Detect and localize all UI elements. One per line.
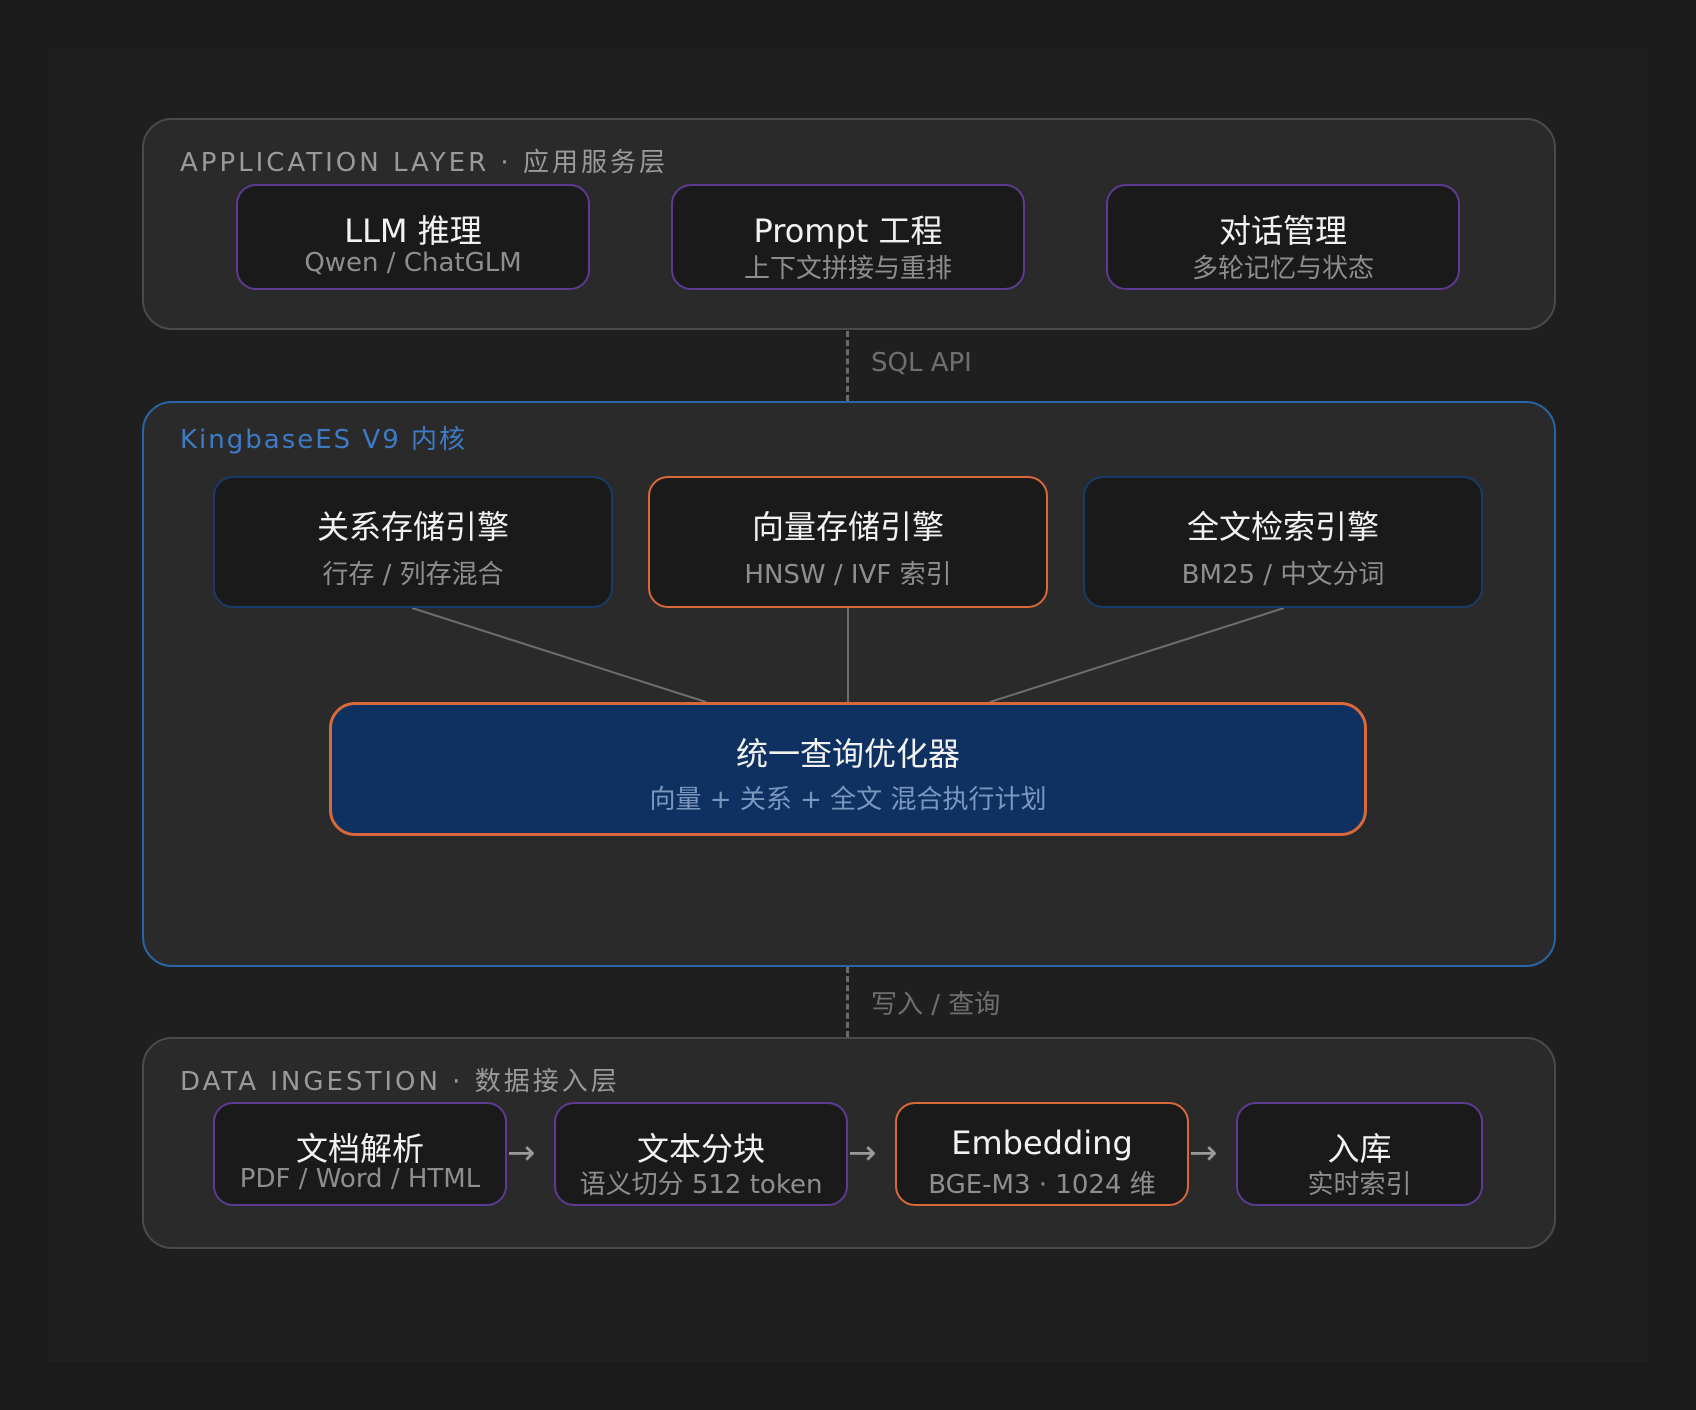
prompt-engineering-subtitle: 上下文拼接与重排: [743, 254, 952, 284]
dialog-management-title: 对话管理: [1218, 212, 1347, 250]
arrow-right-icon: →: [1189, 1133, 1218, 1173]
dialog-management-box: 对话管理 多轮记忆与状态: [1106, 184, 1460, 290]
relational-engine-box: 关系存储引擎 行存 / 列存混合: [213, 476, 613, 608]
kernel-layer-label: KingbaseES V9 内核: [180, 425, 468, 455]
text-chunking-subtitle: 语义切分 512 token: [579, 1170, 823, 1200]
sql-api-label: SQL API: [871, 348, 972, 378]
text-chunking-title: 文本分块: [636, 1130, 765, 1168]
application-layer-label: APPLICATION LAYER · 应用服务层: [180, 148, 668, 178]
write-query-label: 写入 / 查询: [871, 990, 1001, 1020]
text-chunking-box: 文本分块 语义切分 512 token: [554, 1102, 848, 1206]
storage-subtitle: 实时索引: [1307, 1170, 1412, 1200]
document-parsing-subtitle: PDF / Word / HTML: [239, 1164, 481, 1194]
relational-engine-subtitle: 行存 / 列存混合: [322, 560, 504, 590]
embedding-box: Embedding BGE-M3 · 1024 维: [895, 1102, 1189, 1206]
query-optimizer-title: 统一查询优化器: [735, 735, 960, 773]
fulltext-engine-title: 全文检索引擎: [1186, 508, 1379, 546]
arrow-right-icon: →: [848, 1133, 877, 1173]
embedding-subtitle: BGE-M3 · 1024 维: [928, 1170, 1156, 1200]
llm-inference-subtitle: Qwen / ChatGLM: [304, 248, 522, 278]
sql-api-connector: [846, 331, 849, 401]
fulltext-engine-subtitle: BM25 / 中文分词: [1181, 560, 1385, 590]
query-optimizer-box: 统一查询优化器 向量 + 关系 + 全文 混合执行计划: [329, 702, 1367, 836]
vector-engine-box: 向量存储引擎 HNSW / IVF 索引: [648, 476, 1048, 608]
fulltext-to-optimizer-line: [989, 607, 1285, 703]
document-parsing-box: 文档解析 PDF / Word / HTML: [213, 1102, 507, 1206]
vector-engine-title: 向量存储引擎: [751, 508, 944, 546]
relational-engine-title: 关系存储引擎: [316, 508, 509, 546]
storage-box: 入库 实时索引: [1236, 1102, 1483, 1206]
query-optimizer-subtitle: 向量 + 关系 + 全文 混合执行计划: [649, 785, 1047, 815]
llm-inference-title: LLM 推理: [344, 212, 482, 250]
relational-to-optimizer-line: [411, 607, 707, 703]
dialog-management-subtitle: 多轮记忆与状态: [1191, 254, 1374, 284]
embedding-title: Embedding: [951, 1124, 1133, 1162]
llm-inference-box: LLM 推理 Qwen / ChatGLM: [236, 184, 590, 290]
document-parsing-title: 文档解析: [295, 1130, 424, 1168]
fulltext-engine-box: 全文检索引擎 BM25 / 中文分词: [1083, 476, 1483, 608]
prompt-engineering-title: Prompt 工程: [753, 212, 943, 250]
prompt-engineering-box: Prompt 工程 上下文拼接与重排: [671, 184, 1025, 290]
storage-title: 入库: [1327, 1130, 1392, 1168]
vector-engine-subtitle: HNSW / IVF 索引: [744, 560, 952, 590]
arrow-right-icon: →: [507, 1133, 536, 1173]
write-query-connector: [846, 967, 849, 1037]
data-ingestion-layer-label: DATA INGESTION · 数据接入层: [180, 1067, 620, 1097]
